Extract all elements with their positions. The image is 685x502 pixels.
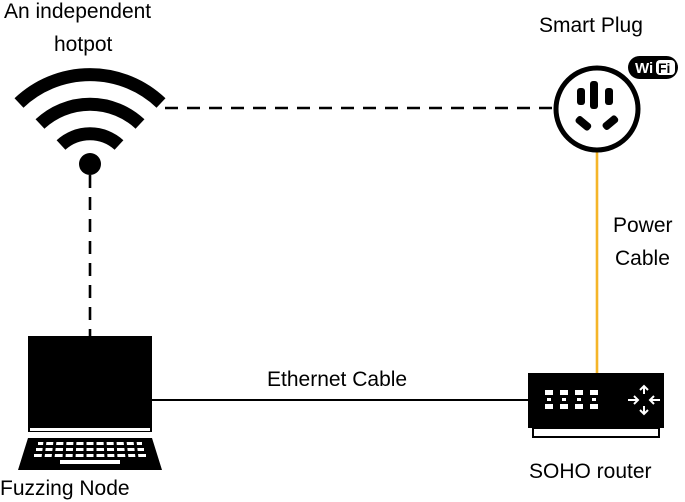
hotspot-label-line1: An independent (4, 0, 152, 23)
wifi-icon (14, 68, 166, 175)
power-cable-label-line1: Power (613, 214, 673, 237)
wifi-logo-badge: Wi Fi (628, 56, 678, 79)
smart-plug-label: Smart Plug (539, 14, 643, 37)
ethernet-cable-label: Ethernet Cable (267, 368, 408, 391)
wifi-logo-text-wi: Wi (635, 60, 653, 77)
wifi-logo-text-fi: Fi (658, 60, 670, 76)
soho-router-label: SOHO router (529, 460, 652, 483)
router-icon (528, 373, 664, 438)
hotspot-label-line2: hotpot (54, 33, 113, 56)
laptop-icon (18, 336, 162, 470)
power-cable-label-line2: Cable (615, 247, 670, 270)
fuzzing-node-label: Fuzzing Node (0, 477, 130, 500)
power-socket-icon (553, 65, 641, 153)
